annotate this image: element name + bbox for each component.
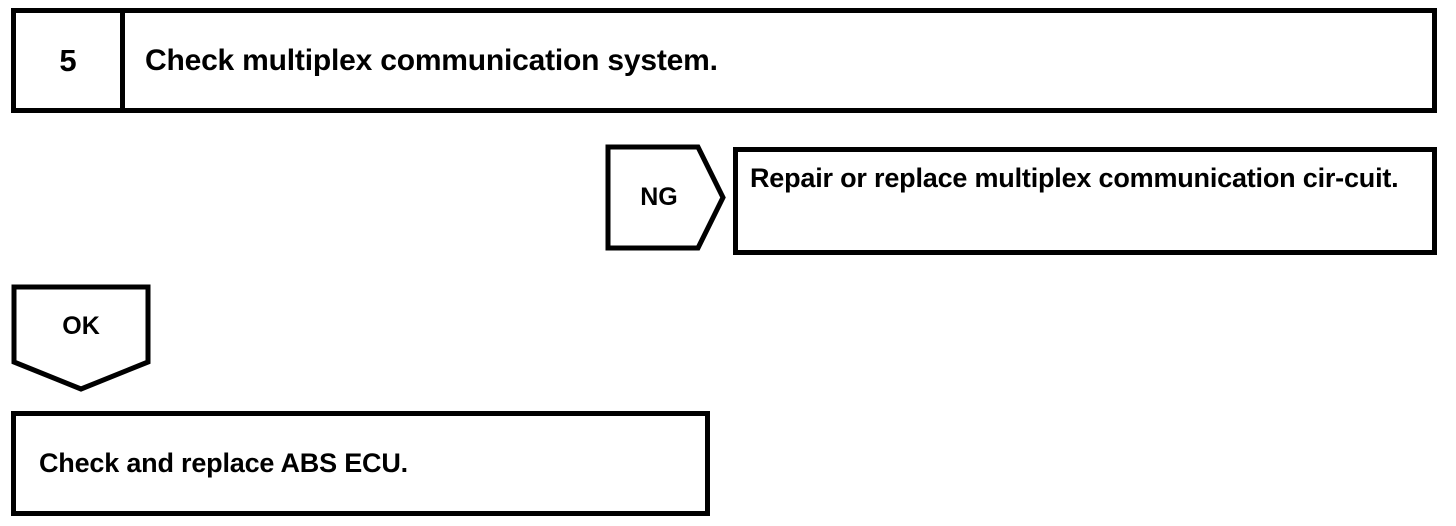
ok-branch-pentagon [11, 284, 151, 392]
step-number-cell: 5 [16, 13, 125, 108]
final-result-box: Check and replace ABS ECU. [11, 411, 710, 516]
step-header-box: 5 Check multiplex communication system. [11, 8, 1437, 113]
step-title: Check multiplex communication system. [145, 43, 718, 77]
ng-result-text: Repair or replace multiplex communicatio… [750, 163, 1399, 193]
ng-branch-pentagon [605, 144, 726, 251]
step-title-cell: Check multiplex communication system. [145, 13, 718, 108]
ng-result-box: Repair or replace multiplex communicatio… [733, 147, 1437, 255]
final-result-text: Check and replace ABS ECU. [39, 447, 408, 478]
step-number: 5 [59, 43, 77, 78]
